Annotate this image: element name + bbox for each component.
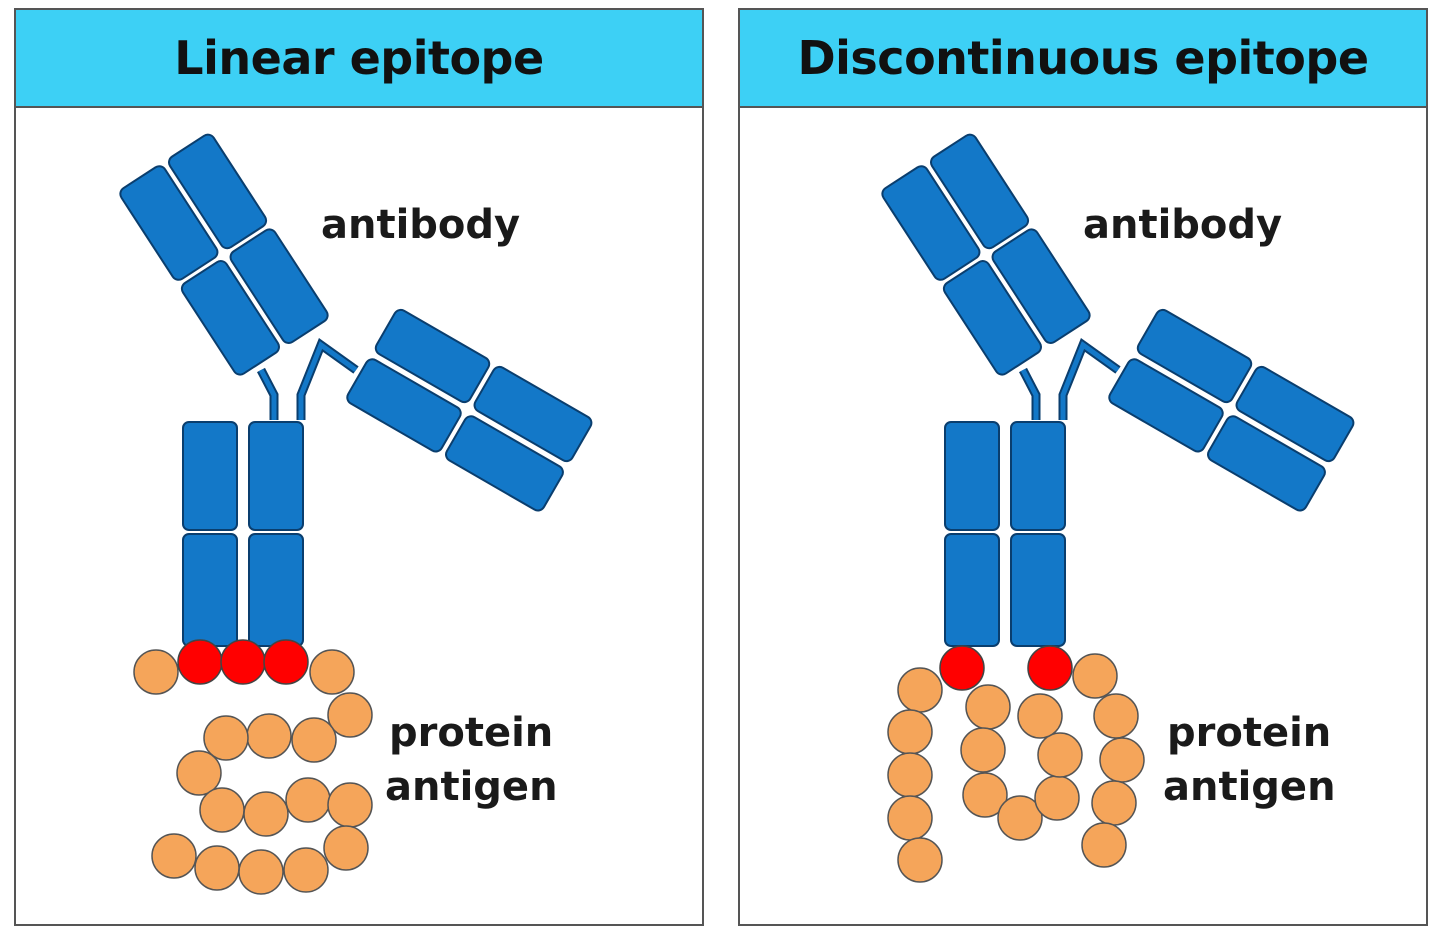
epitope-residues	[177, 639, 309, 685]
panel-title: Linear epitope	[16, 10, 702, 108]
antibody-fab-arm-left	[119, 133, 329, 376]
antibody-fab-arm-right	[1108, 308, 1355, 512]
antibody-hinge	[257, 338, 359, 420]
antibody-label: antibody	[321, 202, 520, 248]
epitope-residues	[939, 645, 1073, 691]
antigen-label-line1: protein	[389, 710, 553, 756]
linear-epitope-panel: Linear epitope	[14, 8, 704, 926]
protein-antigen-chain	[887, 653, 1145, 883]
linear-epitope-diagram: antibody protein antigen	[119, 133, 593, 895]
antibody-stem	[182, 421, 304, 647]
protein-antigen-chain	[133, 649, 373, 895]
antigen-label-line2: antigen	[385, 764, 558, 810]
antibody-fab-arm-right	[346, 308, 593, 512]
antibody-fab-arm-left	[881, 133, 1091, 376]
antibody-hinge	[1019, 338, 1121, 420]
antigen-label-line2: antigen	[1163, 764, 1336, 810]
panel-title: Discontinuous epitope	[740, 10, 1426, 108]
antigen-label-line1: protein	[1167, 710, 1331, 756]
discontinuous-epitope-diagram: antibody protein antigen	[881, 133, 1355, 883]
antibody-label: antibody	[1083, 202, 1282, 248]
antibody-stem	[944, 421, 1066, 647]
discontinuous-epitope-panel: Discontinuous epitope	[738, 8, 1428, 926]
